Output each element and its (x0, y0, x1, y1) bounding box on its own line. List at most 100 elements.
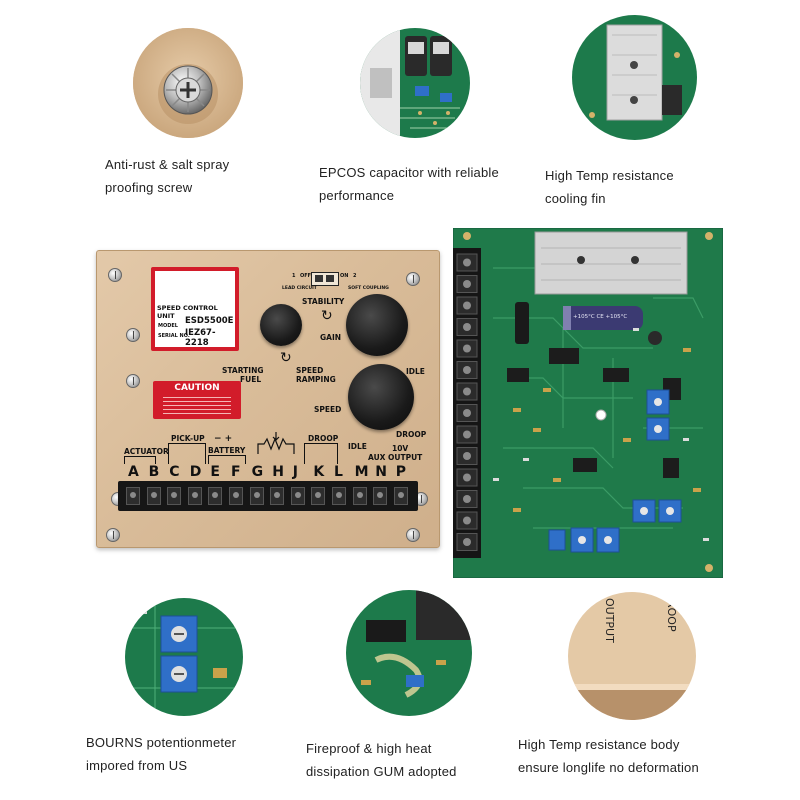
pcb-terminal-screw-head (463, 473, 471, 482)
terminal-letter: D (189, 464, 202, 480)
idle-label: IDLE (406, 367, 425, 376)
terminal-letter: B (148, 464, 160, 480)
terminal-screw[interactable] (208, 487, 223, 505)
pcb-terminal-screw-head (463, 258, 471, 267)
stability-label: STABILITY (302, 297, 345, 306)
caption-capacitor-line-1: EPCOS capacitor with reliable (319, 165, 499, 180)
speed-control-unit: SPEED CONTROL UNIT MODEL SERIAL NO. ESD5… (96, 250, 440, 548)
label-title: SPEED CONTROL UNIT (157, 304, 218, 320)
terminal-screw[interactable] (187, 487, 202, 505)
pickup-label: PICK-UP (171, 434, 205, 443)
closeup-capacitor-photo (360, 28, 470, 138)
speed-ramping-label-2: RAMPING (296, 375, 336, 384)
terminal-letter: N (375, 464, 387, 480)
caption-screw: Anti-rust & salt spray proofing screw (105, 153, 229, 199)
rotate-arrow-icon: ↻ (321, 308, 333, 324)
screw-icon (106, 528, 120, 542)
body-text-droop: ROOP (665, 600, 678, 632)
terminal-screw[interactable] (229, 487, 243, 505)
caption-gum-line-1: Fireproof & high heat (306, 741, 432, 756)
speed-ramping-label-1: SPEED (296, 366, 324, 375)
pcb-terminal-screw-head (463, 387, 471, 396)
terminal-letter: F (231, 464, 241, 480)
terminal-screw[interactable] (373, 487, 388, 505)
starting-fuel-label-1: STARTING (222, 366, 264, 375)
caption-capacitor-line-2: performance (319, 188, 395, 203)
switch-label-soft-coupling: SOFT COUPLING (348, 286, 389, 291)
terminal-letter: E (210, 464, 220, 480)
terminal-screw[interactable] (167, 487, 182, 505)
closeup-cooling-fin-photo (572, 15, 697, 140)
closeup-screw-photo (133, 28, 243, 138)
closeup-gum-photo (346, 590, 472, 716)
terminal-screw[interactable] (393, 487, 408, 505)
battery-label: BATTERY (208, 446, 246, 455)
terminal-screw[interactable] (332, 487, 346, 505)
terminal-letter: K (313, 464, 325, 480)
screw-icon (406, 272, 420, 286)
caption-potentiometer-line-1: BOURNS potentionmeter (86, 735, 237, 750)
terminal-screw[interactable] (352, 487, 367, 505)
switch-label-2: 2 (353, 273, 357, 279)
gain-knob[interactable] (346, 294, 408, 356)
pcb-terminal-screw-head (463, 430, 471, 439)
caption-capacitor: EPCOS capacitor with reliable performanc… (319, 161, 499, 207)
screw-icon (126, 374, 140, 388)
pcb-terminal-screw-head (463, 366, 471, 374)
caption-gum-line-2: dissipation GUM adopted (306, 764, 457, 779)
label-model-value: ESD5500E (185, 316, 234, 326)
output-label-1: 10V (392, 444, 409, 453)
terminal-block[interactable] (118, 481, 418, 511)
caption-cooling-line-1: High Temp resistance (545, 168, 674, 183)
caption-body-line-2: ensure longlife no deformation (518, 760, 699, 775)
terminal-screw[interactable] (270, 487, 285, 505)
pcb-terminal-screw-head (463, 452, 471, 460)
caption-potentiometer: BOURNS potentionmeter impored from US (86, 731, 236, 777)
droop-label: DROOP (396, 430, 427, 439)
dip-switch[interactable] (311, 272, 339, 286)
terminal-letter: A (128, 464, 139, 480)
speed-knob[interactable] (348, 364, 414, 430)
terminal-screw[interactable] (146, 487, 161, 505)
speed-label: SPEED (314, 405, 342, 414)
switch-label-1: 1 (292, 273, 296, 279)
terminal-letter: H (272, 464, 284, 480)
screw-icon (108, 268, 122, 282)
caution-label: CAUTION (153, 381, 241, 419)
pcb-board: +105°C CE +105°C (452, 227, 724, 579)
pcb-terminal-screw-head (463, 495, 471, 503)
starting-fuel-knob[interactable] (260, 304, 302, 346)
screw-icon (126, 328, 140, 342)
terminal-letter: J (292, 464, 299, 480)
terminal-screw[interactable] (290, 487, 305, 505)
pcb-terminal-screw-head (463, 323, 471, 331)
caption-screw-line-2: proofing screw (105, 180, 193, 195)
pcb-terminal-screw-head (463, 409, 471, 417)
caution-title: CAUTION (174, 383, 220, 393)
gain-label: GAIN (320, 333, 342, 342)
output-label-2: OUTPUT (388, 453, 423, 462)
closeup-body-photo: OUTPUT ROOP (568, 592, 696, 720)
terminal-letter: G (251, 464, 264, 480)
terminal-screw[interactable] (311, 487, 326, 505)
caption-cooling: High Temp resistance cooling fin (545, 164, 674, 210)
label-serial-value: IEZ67-2218 (185, 328, 216, 348)
terminal-letter: L (334, 464, 343, 480)
idle-terminal-label: IDLE (348, 442, 367, 451)
pcb-terminal-screw-head (463, 516, 471, 525)
caption-body: High Temp resistance body ensure longlif… (518, 733, 699, 779)
caption-potentiometer-line-2: impored from US (86, 758, 188, 773)
terminal-screw[interactable] (249, 487, 264, 505)
caption-screw-line-1: Anti-rust & salt spray (105, 157, 230, 172)
caption-cooling-line-2: cooling fin (545, 191, 606, 206)
label-model-key: MODEL (158, 323, 178, 329)
rotate-arrow-icon: ↻ (280, 350, 292, 366)
label-serial-key: SERIAL NO. (158, 333, 190, 339)
pcb-terminal-screw-head (463, 280, 471, 288)
terminal-letter: M (354, 464, 369, 480)
terminal-letter: P (395, 464, 407, 480)
terminal-screw[interactable] (126, 487, 140, 505)
starting-fuel-label-2: FUEL (240, 375, 262, 384)
caption-gum: Fireproof & high heat dissipation GUM ad… (306, 737, 457, 783)
droop-terminal-label: DROOP (308, 434, 339, 443)
